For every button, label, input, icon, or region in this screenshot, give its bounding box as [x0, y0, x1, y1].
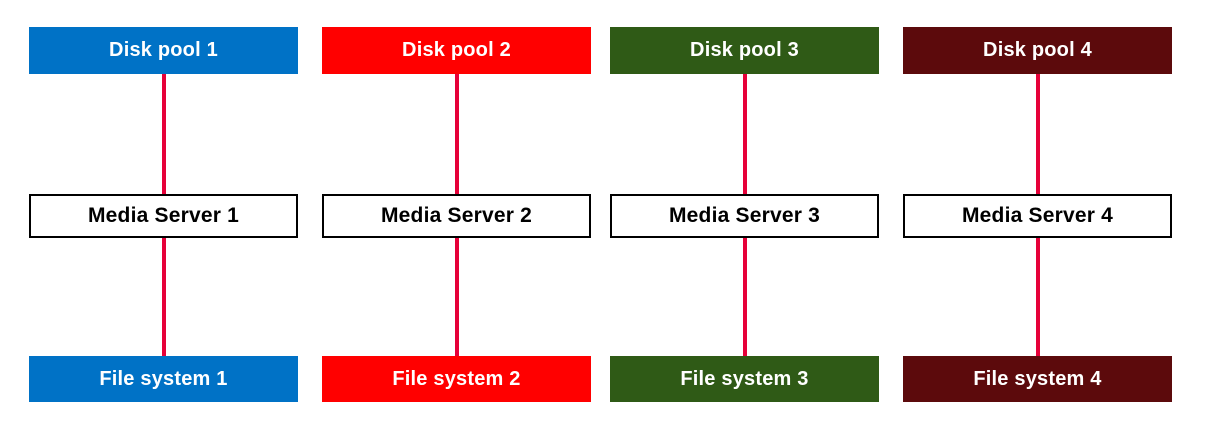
media-server-node: Media Server 2 — [322, 194, 591, 238]
media-server-label: Media Server 1 — [87, 204, 240, 227]
backup-column-1: Disk pool 1 Media Server 1 File system 1 — [29, 0, 298, 428]
file-system-label: File system 3 — [680, 367, 809, 390]
file-system-node: File system 1 — [29, 356, 298, 402]
disk-pool-label: Disk pool 3 — [690, 39, 799, 61]
disk-pool-node: Disk pool 2 — [322, 27, 591, 74]
disk-pool-label: Disk pool 2 — [402, 39, 511, 61]
file-system-label: File system 1 — [99, 367, 228, 390]
backup-column-2: Disk pool 2 Media Server 2 File system 2 — [322, 0, 591, 428]
media-server-node: Media Server 1 — [29, 194, 298, 238]
disk-pool-label: Disk pool 1 — [109, 39, 218, 61]
file-system-label: File system 4 — [973, 367, 1102, 390]
media-server-label: Media Server 2 — [380, 204, 533, 227]
disk-pool-node: Disk pool 1 — [29, 27, 298, 74]
backup-column-3: Disk pool 3 Media Server 3 File system 3 — [610, 0, 879, 428]
disk-pool-node: Disk pool 4 — [903, 27, 1172, 74]
media-server-node: Media Server 4 — [903, 194, 1172, 238]
backup-column-4: Disk pool 4 Media Server 4 File system 4 — [903, 0, 1172, 428]
file-system-node: File system 2 — [322, 356, 591, 402]
media-server-node: Media Server 3 — [610, 194, 879, 238]
file-system-node: File system 3 — [610, 356, 879, 402]
file-system-node: File system 4 — [903, 356, 1172, 402]
disk-pool-label: Disk pool 4 — [983, 39, 1092, 61]
file-system-label: File system 2 — [392, 367, 521, 390]
media-server-label: Media Server 4 — [961, 204, 1114, 227]
disk-pool-node: Disk pool 3 — [610, 27, 879, 74]
media-server-label: Media Server 3 — [668, 204, 821, 227]
